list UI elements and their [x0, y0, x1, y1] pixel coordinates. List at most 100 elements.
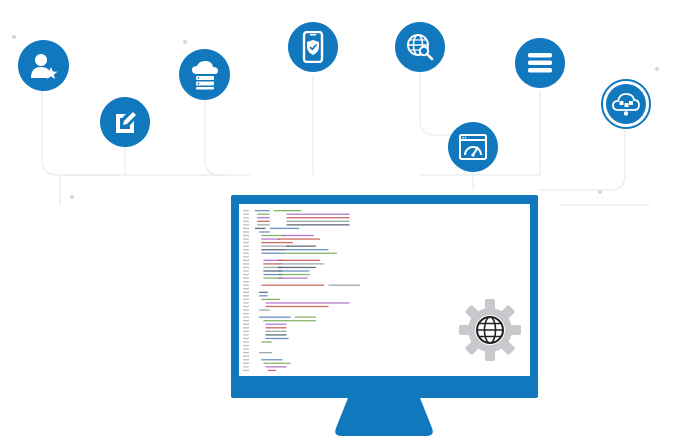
code-lines [243, 210, 360, 372]
code-text-line [265, 305, 329, 308]
code-line-number [243, 309, 249, 311]
code-line-number [243, 277, 249, 279]
cloud-server-icon [179, 49, 230, 100]
code-line-number [243, 270, 249, 272]
code-text-line [257, 220, 270, 222]
code-line-number [243, 323, 249, 325]
code-line-number [243, 302, 249, 304]
code-text-line [259, 231, 270, 233]
decorative-dot [598, 190, 602, 194]
code-text-line [278, 273, 310, 276]
code-line-number [243, 252, 249, 254]
code-text-line [278, 270, 310, 272]
code-text-line [263, 270, 283, 272]
code-text-line [278, 263, 325, 265]
code-line-number [243, 366, 249, 368]
code-line-number [243, 298, 249, 301]
code-line-number [243, 359, 249, 361]
code-line-number [243, 305, 249, 308]
monitor [231, 195, 538, 398]
code-line-number [243, 273, 249, 276]
code-line-number [243, 348, 249, 350]
code-text-line [257, 224, 270, 226]
code-text-line [286, 217, 350, 219]
code-line-number [243, 259, 249, 261]
code-text-line [259, 295, 268, 297]
code-text-line [261, 234, 285, 237]
code-text-line [259, 352, 272, 354]
code-line-number [243, 213, 249, 215]
code-line-number [243, 245, 249, 247]
code-line-number [243, 217, 249, 219]
user-star-icon [18, 40, 69, 91]
mobile-check-icon [288, 22, 338, 72]
code-text-line [261, 238, 281, 240]
code-text-line [261, 252, 285, 254]
code-text-line [263, 273, 283, 276]
code-text-line [263, 277, 283, 279]
code-text-line [273, 210, 302, 212]
code-text-line [263, 259, 283, 261]
code-text-line [278, 238, 321, 240]
code-text-line [265, 334, 287, 336]
code-line-number [243, 320, 249, 322]
code-line-number [243, 312, 249, 315]
decorative-dot [183, 40, 187, 44]
code-text-line [278, 266, 316, 269]
code-line-number [243, 288, 249, 290]
code-text-line [265, 323, 287, 325]
code-line-number [243, 334, 249, 336]
code-text-line [286, 224, 350, 226]
code-text-line [265, 366, 287, 368]
decorative-dot [12, 35, 16, 39]
code-text-line [286, 249, 329, 251]
code-line-number [243, 352, 249, 354]
code-line-number [243, 330, 249, 332]
code-text-line [286, 245, 316, 247]
social-cloud-icon [601, 79, 651, 129]
code-text-line [255, 227, 266, 230]
code-text-line [263, 266, 283, 269]
code-text-line [284, 252, 337, 254]
code-text-line [278, 277, 308, 279]
code-text-line [261, 284, 325, 286]
code-text-line [269, 227, 300, 230]
code-line-number [243, 291, 249, 293]
social-cloud-inner [606, 84, 646, 124]
code-text-line [265, 302, 350, 304]
code-line-number [243, 266, 249, 269]
code-line-number [243, 341, 249, 343]
speed-gauge-icon [448, 122, 498, 172]
code-text-line [286, 213, 350, 215]
code-text-line [263, 320, 316, 322]
code-line-number [243, 231, 249, 233]
code-line-number [243, 224, 249, 226]
code-line-number [243, 238, 249, 240]
code-text-line [263, 263, 283, 265]
code-text-line [278, 259, 321, 261]
code-line-number [243, 234, 249, 237]
code-text-line [257, 217, 270, 219]
code-text-line [265, 337, 289, 340]
code-line-number [243, 249, 249, 251]
code-line-number [243, 316, 249, 318]
code-text-line [328, 284, 360, 286]
code-text-line [265, 330, 287, 332]
code-text-line [255, 210, 270, 212]
code-text-line [261, 298, 281, 301]
code-line-number [243, 220, 249, 222]
code-text-line [286, 220, 350, 222]
code-text-line [261, 359, 283, 361]
code-text-line [259, 309, 270, 311]
code-text-line [261, 241, 293, 244]
code-text-line [294, 316, 316, 318]
code-text-line [261, 341, 272, 343]
globe-gear-icon [459, 299, 521, 361]
code-line-number [243, 327, 249, 329]
code-line-number [243, 263, 249, 265]
globe-search-icon [395, 22, 445, 72]
code-text-line [263, 362, 291, 364]
code-line-number [243, 281, 249, 283]
code-text-line [259, 291, 268, 293]
code-text-line [261, 245, 289, 247]
